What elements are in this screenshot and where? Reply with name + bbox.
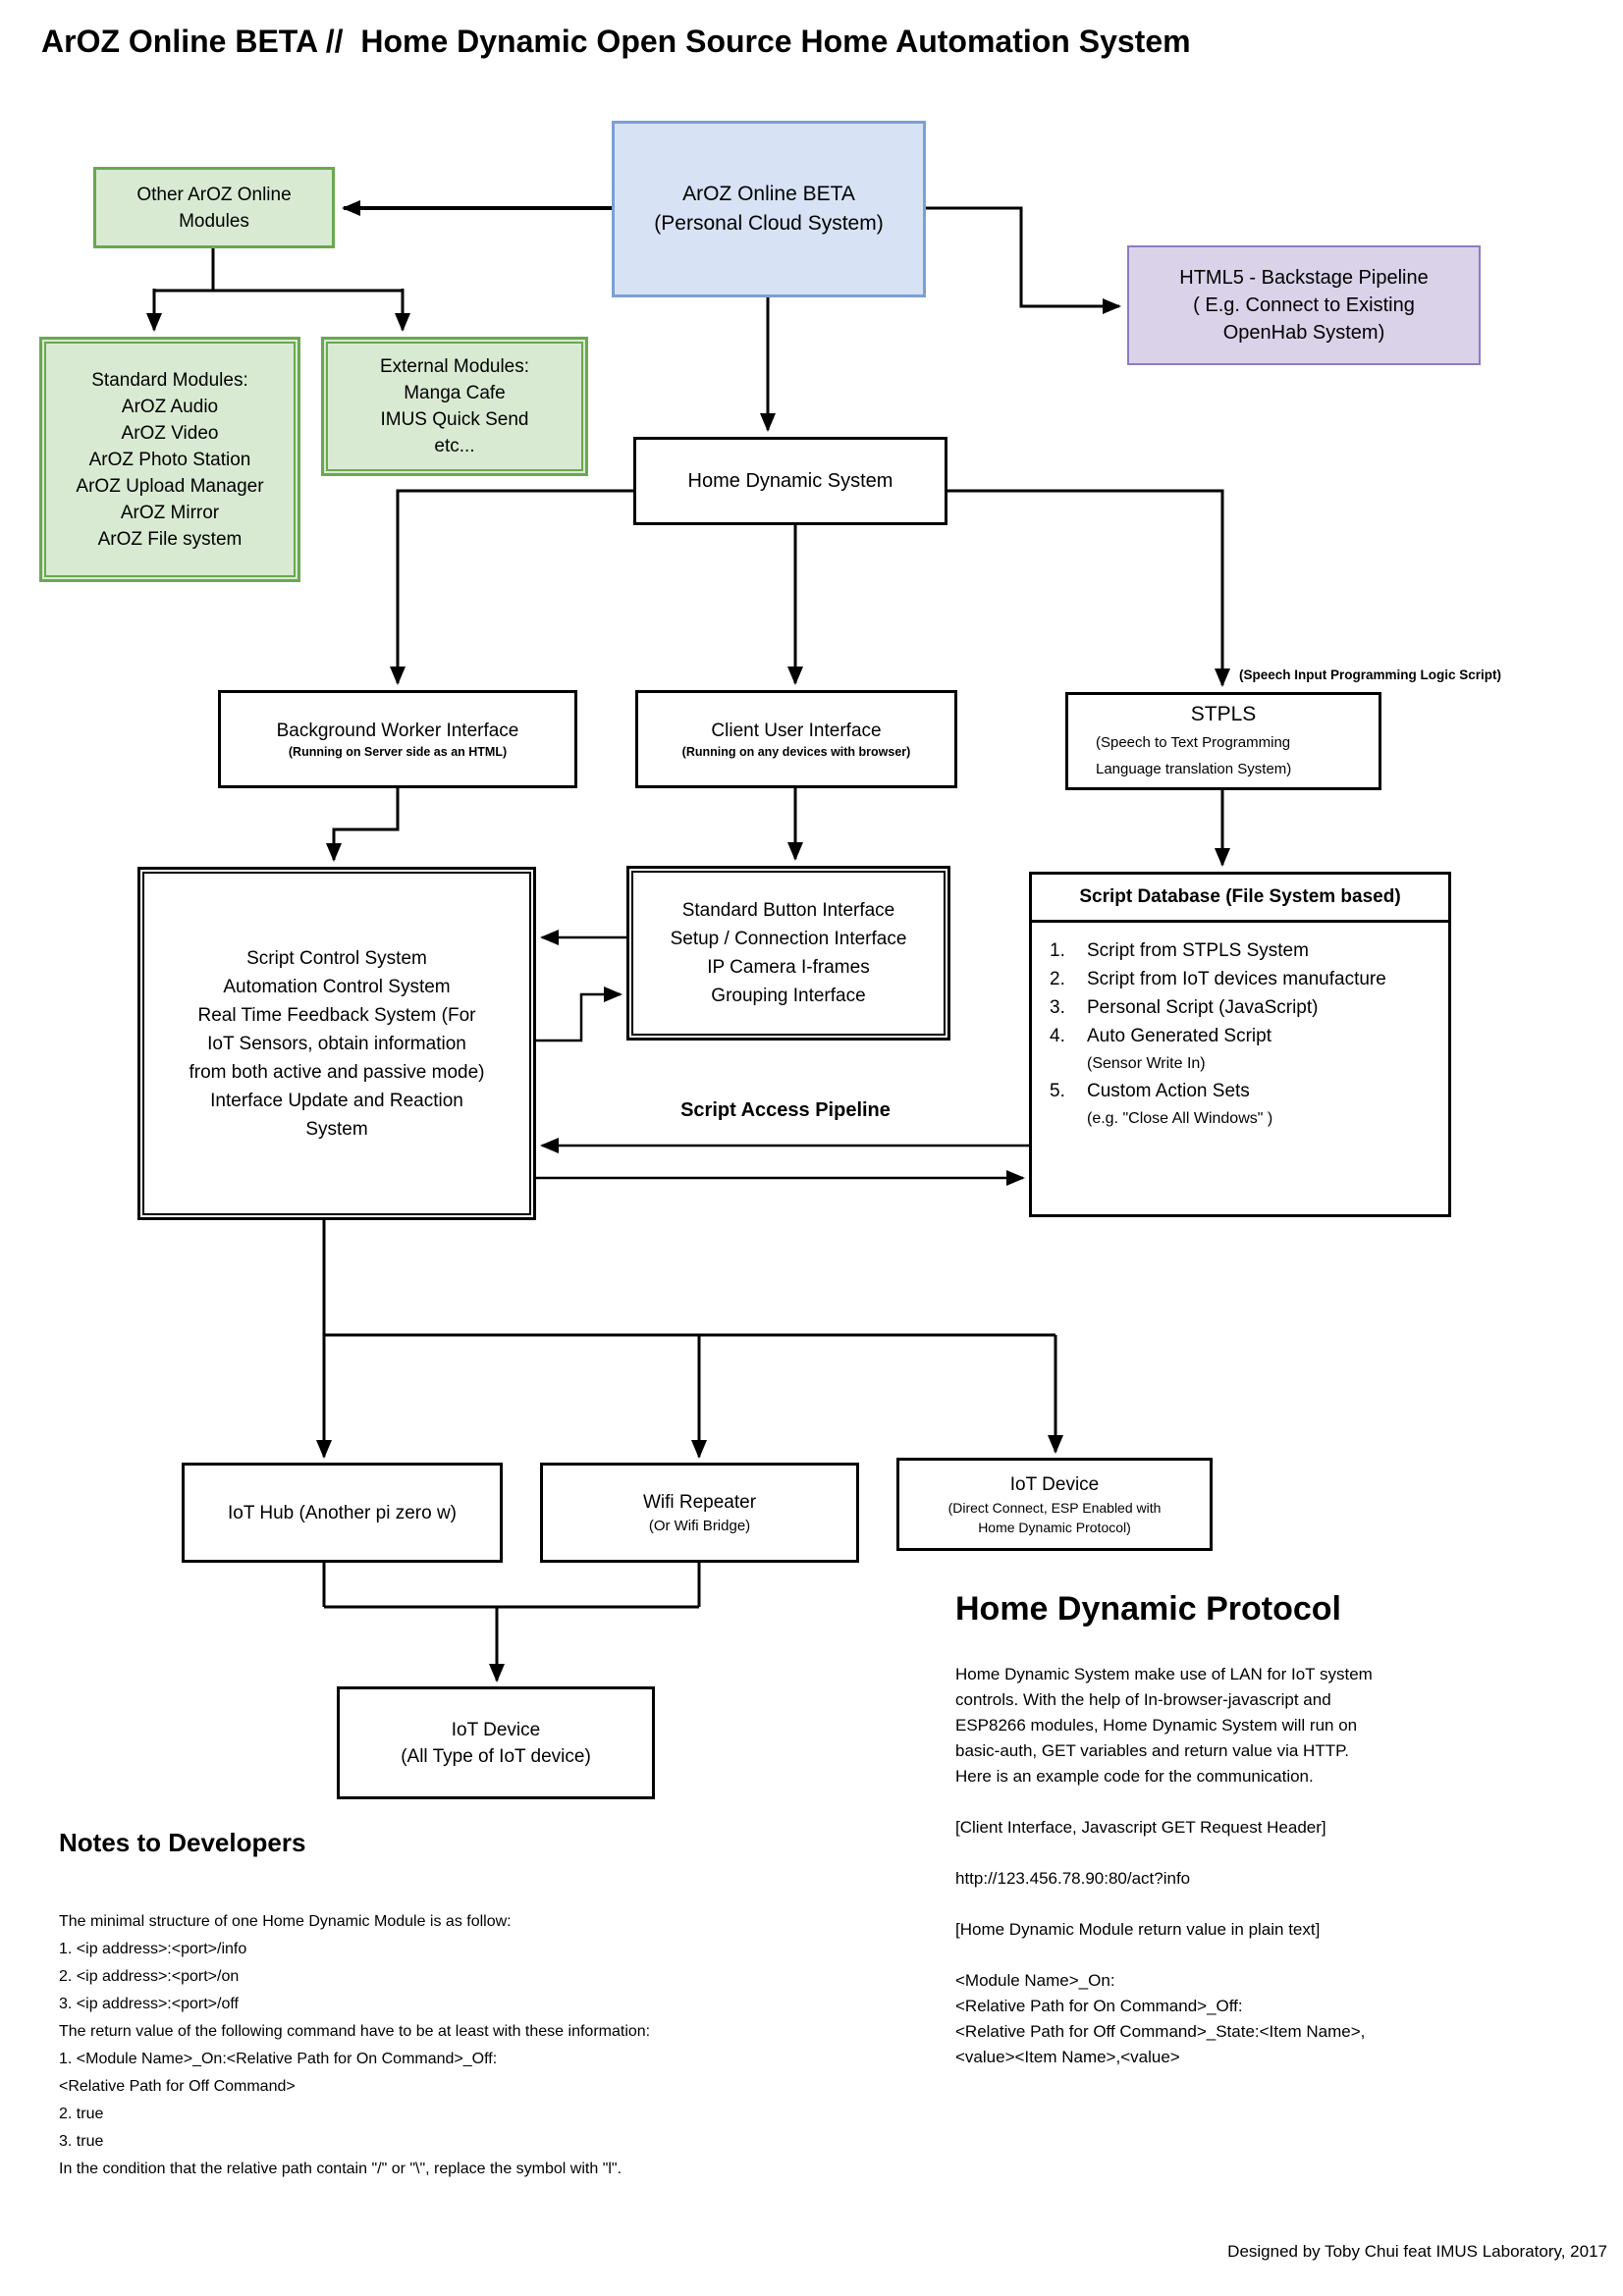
node-client-user-subtitle: (Running on any devices with browser) xyxy=(681,745,911,759)
node-iot-device-direct-title: IoT Device xyxy=(1009,1474,1100,1495)
item-text: Script from IoT devices manufacture xyxy=(1087,969,1386,989)
node-script-control-system: Script Control System Automation Control… xyxy=(137,867,536,1220)
item-number: 5. xyxy=(1050,1081,1065,1101)
script-database-item: 5. Custom Action Sets xyxy=(1050,1077,1440,1105)
node-script-database: Script Database (File System based) 1. S… xyxy=(1029,872,1451,1217)
node-background-worker-interface: Background Worker Interface (Running on … xyxy=(218,690,577,788)
node-iot-hub: IoT Hub (Another pi zero w) xyxy=(182,1463,503,1563)
protocol-block-url: http://123.456.78.90:80/act?info xyxy=(955,1869,1191,1888)
item-text: Script from STPLS System xyxy=(1087,940,1309,961)
node-aroz-online-beta-label: ArOZ Online BETA (Personal Cloud System) xyxy=(654,183,884,235)
node-standard-button-interface: Standard Button Interface Setup / Connec… xyxy=(626,866,950,1041)
item-number: 1. xyxy=(1050,940,1065,961)
node-background-worker-subtitle: (Running on Server side as an HTML) xyxy=(288,745,508,759)
script-database-item: 3. Personal Script (JavaScript) xyxy=(1050,993,1440,1022)
node-iot-device-direct-subtitle: (Direct Connect, ESP Enabled with Home D… xyxy=(947,1500,1162,1535)
node-aroz-online-beta: ArOZ Online BETA (Personal Cloud System) xyxy=(612,121,926,297)
node-external-modules-label: External Modules: Manga Cafe IMUS Quick … xyxy=(379,356,530,456)
arrow-hds-to-background-worker xyxy=(390,489,633,685)
credit-text: Designed by Toby Chui feat IMUS Laborato… xyxy=(1227,2242,1607,2261)
script-database-item: 4. Auto Generated Script xyxy=(1050,1022,1440,1050)
node-wifi-repeater: Wifi Repeater (Or Wifi Bridge) xyxy=(540,1463,859,1563)
node-stpls: STPLS (Speech to Text Programming Langua… xyxy=(1065,692,1381,790)
arrow-control-to-button xyxy=(536,987,622,1042)
node-html5-backstage-pipeline-label: HTML5 - Backstage Pipeline ( E.g. Connec… xyxy=(1179,267,1429,344)
node-iot-hub-label: IoT Hub (Another pi zero w) xyxy=(227,1502,458,1523)
node-iot-device-all-label: IoT Device (All Type of IoT device) xyxy=(401,1719,591,1767)
node-home-dynamic-system: Home Dynamic System xyxy=(633,437,947,525)
node-iot-device-all: IoT Device (All Type of IoT device) xyxy=(337,1686,655,1799)
node-home-dynamic-system-label: Home Dynamic System xyxy=(687,469,893,492)
arrow-aroz-to-html5 xyxy=(925,206,1121,314)
node-wifi-repeater-subtitle: (Or Wifi Bridge) xyxy=(648,1517,751,1534)
script-database-item: 2. Script from IoT devices manufacture xyxy=(1050,965,1440,993)
script-database-item: 1. Script from STPLS System xyxy=(1050,936,1440,965)
node-standard-modules: Standard Modules: ArOZ Audio ArOZ Video … xyxy=(39,337,300,582)
node-iot-device-direct: IoT Device (Direct Connect, ESP Enabled … xyxy=(896,1458,1213,1551)
script-database-header: Script Database (File System based) xyxy=(1032,875,1448,923)
node-other-aroz-modules-label: Other ArOZ Online Modules xyxy=(136,184,292,232)
node-script-control-system-label: Script Control System Automation Control… xyxy=(189,947,485,1140)
protocol-block-return-value: [Home Dynamic Module return value in pla… xyxy=(955,1920,1321,1939)
item-text: Custom Action Sets xyxy=(1087,1081,1250,1101)
arrow-worker-to-script-control xyxy=(326,788,400,862)
arrow-hds-to-stpls xyxy=(947,489,1230,687)
item-number: 3. xyxy=(1050,997,1065,1018)
notes-heading: Notes to Developers xyxy=(59,1828,306,1857)
stpls-annotation: (Speech Input Programming Logic Script) xyxy=(1239,667,1502,682)
node-external-modules: External Modules: Manga Cafe IMUS Quick … xyxy=(321,337,588,476)
protocol-block-request-header: [Client Interface, Javascript GET Reques… xyxy=(955,1818,1326,1837)
protocol-paragraph: Home Dynamic System make use of LAN for … xyxy=(955,1665,1373,1786)
script-database-list: 1. Script from STPLS System 2. Script fr… xyxy=(1032,923,1448,1132)
node-standard-modules-label: Standard Modules: ArOZ Audio ArOZ Video … xyxy=(76,369,264,550)
item-note: (e.g. "Close All Windows" ) xyxy=(1087,1110,1273,1127)
item-number: 4. xyxy=(1050,1026,1065,1046)
node-standard-button-interface-label: Standard Button Interface Setup / Connec… xyxy=(670,900,907,1006)
node-client-user-interface: Client User Interface (Running on any de… xyxy=(635,690,957,788)
node-stpls-title: STPLS xyxy=(1190,703,1257,725)
page-title: ArOZ Online BETA // Home Dynamic Open So… xyxy=(41,24,1191,59)
item-note: (Sensor Write In) xyxy=(1087,1055,1206,1072)
node-stpls-subtitle: (Speech to Text Programming Language tra… xyxy=(1096,734,1292,777)
node-html5-backstage-pipeline: HTML5 - Backstage Pipeline ( E.g. Connec… xyxy=(1127,245,1481,365)
script-access-pipeline-label: Script Access Pipeline xyxy=(680,1099,891,1121)
item-number: 2. xyxy=(1050,969,1065,989)
protocol-heading: Home Dynamic Protocol xyxy=(955,1590,1341,1628)
item-text: Auto Generated Script xyxy=(1087,1026,1271,1046)
notes-body: The minimal structure of one Home Dynami… xyxy=(59,1913,651,2177)
node-client-user-title: Client User Interface xyxy=(711,721,882,741)
node-wifi-repeater-title: Wifi Repeater xyxy=(642,1491,757,1513)
protocol-section: Home Dynamic Protocol Home Dynamic Syste… xyxy=(955,1590,1486,2070)
node-background-worker-title: Background Worker Interface xyxy=(276,721,519,741)
line-hub-repeater-join xyxy=(322,1563,701,1609)
protocol-block-module-format: <Module Name>_On: <Relative Path for On … xyxy=(955,1971,1366,2066)
node-other-aroz-modules: Other ArOZ Online Modules xyxy=(93,167,335,248)
item-text: Personal Script (JavaScript) xyxy=(1087,997,1319,1018)
